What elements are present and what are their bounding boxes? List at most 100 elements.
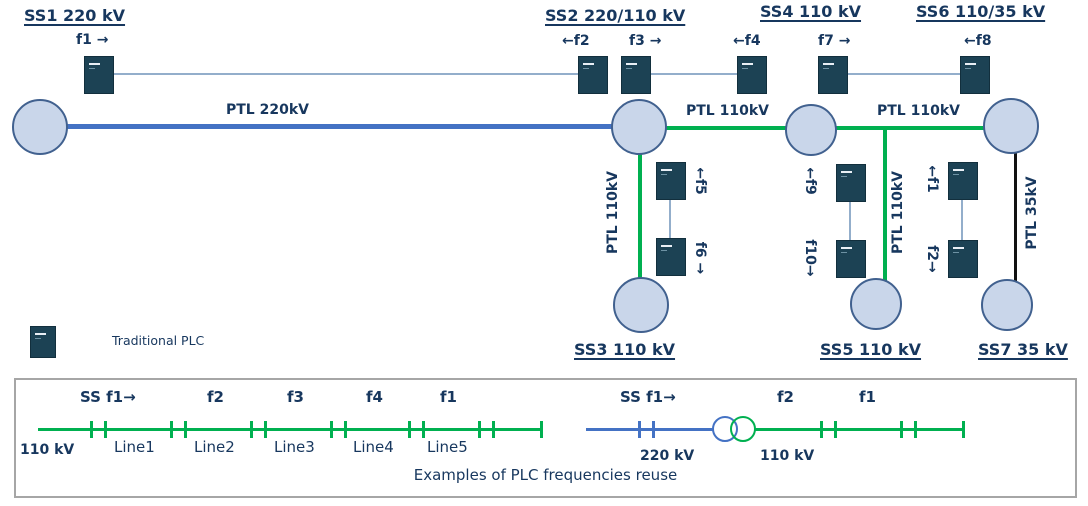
freq-label-f4: ←f4 [733, 33, 761, 49]
bus-ss3 [613, 277, 669, 333]
coupling-tick [90, 421, 93, 438]
coupling-tick [638, 421, 641, 438]
right-bus-110kv [754, 428, 964, 431]
coupling-tick [170, 421, 173, 438]
plc-link-f3-f4 [651, 73, 737, 75]
right-voltage-220: 220 kV [640, 448, 695, 464]
ptl-35kv-line-ss6-ss7 [1014, 126, 1017, 307]
label-ptl-110kv-ss4-ss5: PTL 110kV [890, 171, 906, 254]
bus-ss7 [981, 279, 1033, 331]
ptl-110kv-line-ss4-ss6 [811, 126, 1013, 130]
plc-box-f9 [836, 164, 866, 202]
plc-box-f3 [621, 56, 651, 94]
ptl-110kv-line-ss4-ss5 [883, 128, 887, 306]
coupling-tick [184, 421, 187, 438]
label-ptl-110kv-ss4-ss6: PTL 110kV [877, 103, 960, 119]
left-freq-f1-reused: f1 [440, 388, 457, 406]
left-freq-f4: f4 [366, 388, 383, 406]
freq-label-f5: ←f5 [692, 167, 708, 195]
label-ptl-110kv-ss2-ss4: PTL 110kV [686, 103, 769, 119]
coupling-tick [250, 421, 253, 438]
label-ss1: SS1 220 kV [24, 6, 126, 25]
ptl-110kv-line-ss2-ss4 [639, 126, 813, 130]
freq-label-f10: f10→ [802, 239, 818, 277]
left-bus-line [38, 428, 542, 431]
examples-caption: Examples of PLC frequencies reuse [413, 466, 678, 484]
left-line2-label: Line2 [194, 438, 235, 456]
coupling-tick [264, 421, 267, 438]
plc-link-f1-f2-reused [961, 200, 963, 240]
label-ptl-220kv: PTL 220kV [226, 102, 309, 118]
left-line4-label: Line4 [353, 438, 394, 456]
ptl-220kv-line [40, 124, 640, 129]
bus-ss5 [850, 278, 902, 330]
coupling-tick [330, 421, 333, 438]
plc-box-f2-reused [948, 240, 978, 278]
freq-label-f1-reused: ←f1 [924, 165, 940, 193]
freq-label-f1: f1 → [76, 32, 109, 48]
legend-plc-icon [30, 326, 56, 358]
bus-ss6 [983, 98, 1039, 154]
coupling-tick [422, 421, 425, 438]
label-ptl-110kv-ss2-ss3: PTL 110kV [605, 171, 621, 254]
freq-label-f2-reused: f2→ [924, 245, 940, 273]
label-ss4: SS4 110 kV [760, 2, 862, 21]
legend-traditional-plc-label: Traditional PLC [112, 333, 205, 348]
plc-box-f8 [960, 56, 990, 94]
label-ss3: SS3 110 kV [574, 340, 676, 359]
plc-box-f10 [836, 240, 866, 278]
left-ss-freq-label: SS f1→ [80, 388, 136, 406]
plc-box-f1 [84, 56, 114, 94]
label-ptl-35kv-ss6-ss7: PTL 35kV [1024, 176, 1040, 250]
left-voltage-label: 110 kV [20, 442, 75, 458]
plc-box-f4 [737, 56, 767, 94]
freq-label-f7: f7 → [818, 33, 851, 49]
coupling-tick [344, 421, 347, 438]
freq-label-f9: ←f9 [802, 167, 818, 195]
freq-label-f6: f6 → [692, 241, 708, 275]
coupling-tick [492, 421, 495, 438]
examples-panel: 110 kV SS f1→ f2 f3 f4 f1 Line1 Line2 Li… [14, 378, 1077, 498]
left-line5-label: Line5 [427, 438, 468, 456]
ptl-110kv-line-ss2-ss3 [638, 127, 642, 307]
bus-ss4 [785, 104, 837, 156]
left-line3-label: Line3 [274, 438, 315, 456]
coupling-tick [834, 421, 837, 438]
bus-ss2 [611, 99, 667, 155]
coupling-tick [652, 421, 655, 438]
plc-box-f2 [578, 56, 608, 94]
label-ss2: SS2 220/110 kV [545, 6, 686, 25]
plc-link-f7-f8 [848, 73, 960, 75]
left-freq-f2: f2 [207, 388, 224, 406]
label-ss7: SS7 35 kV [978, 340, 1068, 359]
coupling-tick [820, 421, 823, 438]
plc-link-f9-f10 [849, 202, 851, 240]
freq-label-f8: ←f8 [964, 33, 992, 49]
bus-ss1 [12, 99, 68, 155]
right-bus-220kv [586, 428, 714, 431]
coupling-tick [962, 421, 965, 438]
right-voltage-110: 110 kV [760, 448, 815, 464]
coupling-tick [478, 421, 481, 438]
freq-label-f3: f3 → [629, 33, 662, 49]
label-ss6: SS6 110/35 kV [916, 2, 1046, 21]
coupling-tick [914, 421, 917, 438]
left-freq-f3: f3 [287, 388, 304, 406]
plc-box-f7 [818, 56, 848, 94]
plc-link-f1-f2 [114, 73, 578, 75]
plc-box-f1-reused [948, 162, 978, 200]
coupling-tick [540, 421, 543, 438]
plc-box-f5 [656, 162, 686, 200]
transformer-winding-secondary [730, 416, 756, 442]
label-ss5: SS5 110 kV [820, 340, 922, 359]
freq-label-f2: ←f2 [562, 33, 590, 49]
left-line1-label: Line1 [114, 438, 155, 456]
coupling-tick [900, 421, 903, 438]
plc-box-f6 [656, 238, 686, 276]
right-ss-freq-label: SS f1→ [620, 388, 676, 406]
right-freq-f2: f2 [777, 388, 794, 406]
coupling-tick [104, 421, 107, 438]
plc-link-f5-f6 [669, 200, 671, 238]
coupling-tick [408, 421, 411, 438]
